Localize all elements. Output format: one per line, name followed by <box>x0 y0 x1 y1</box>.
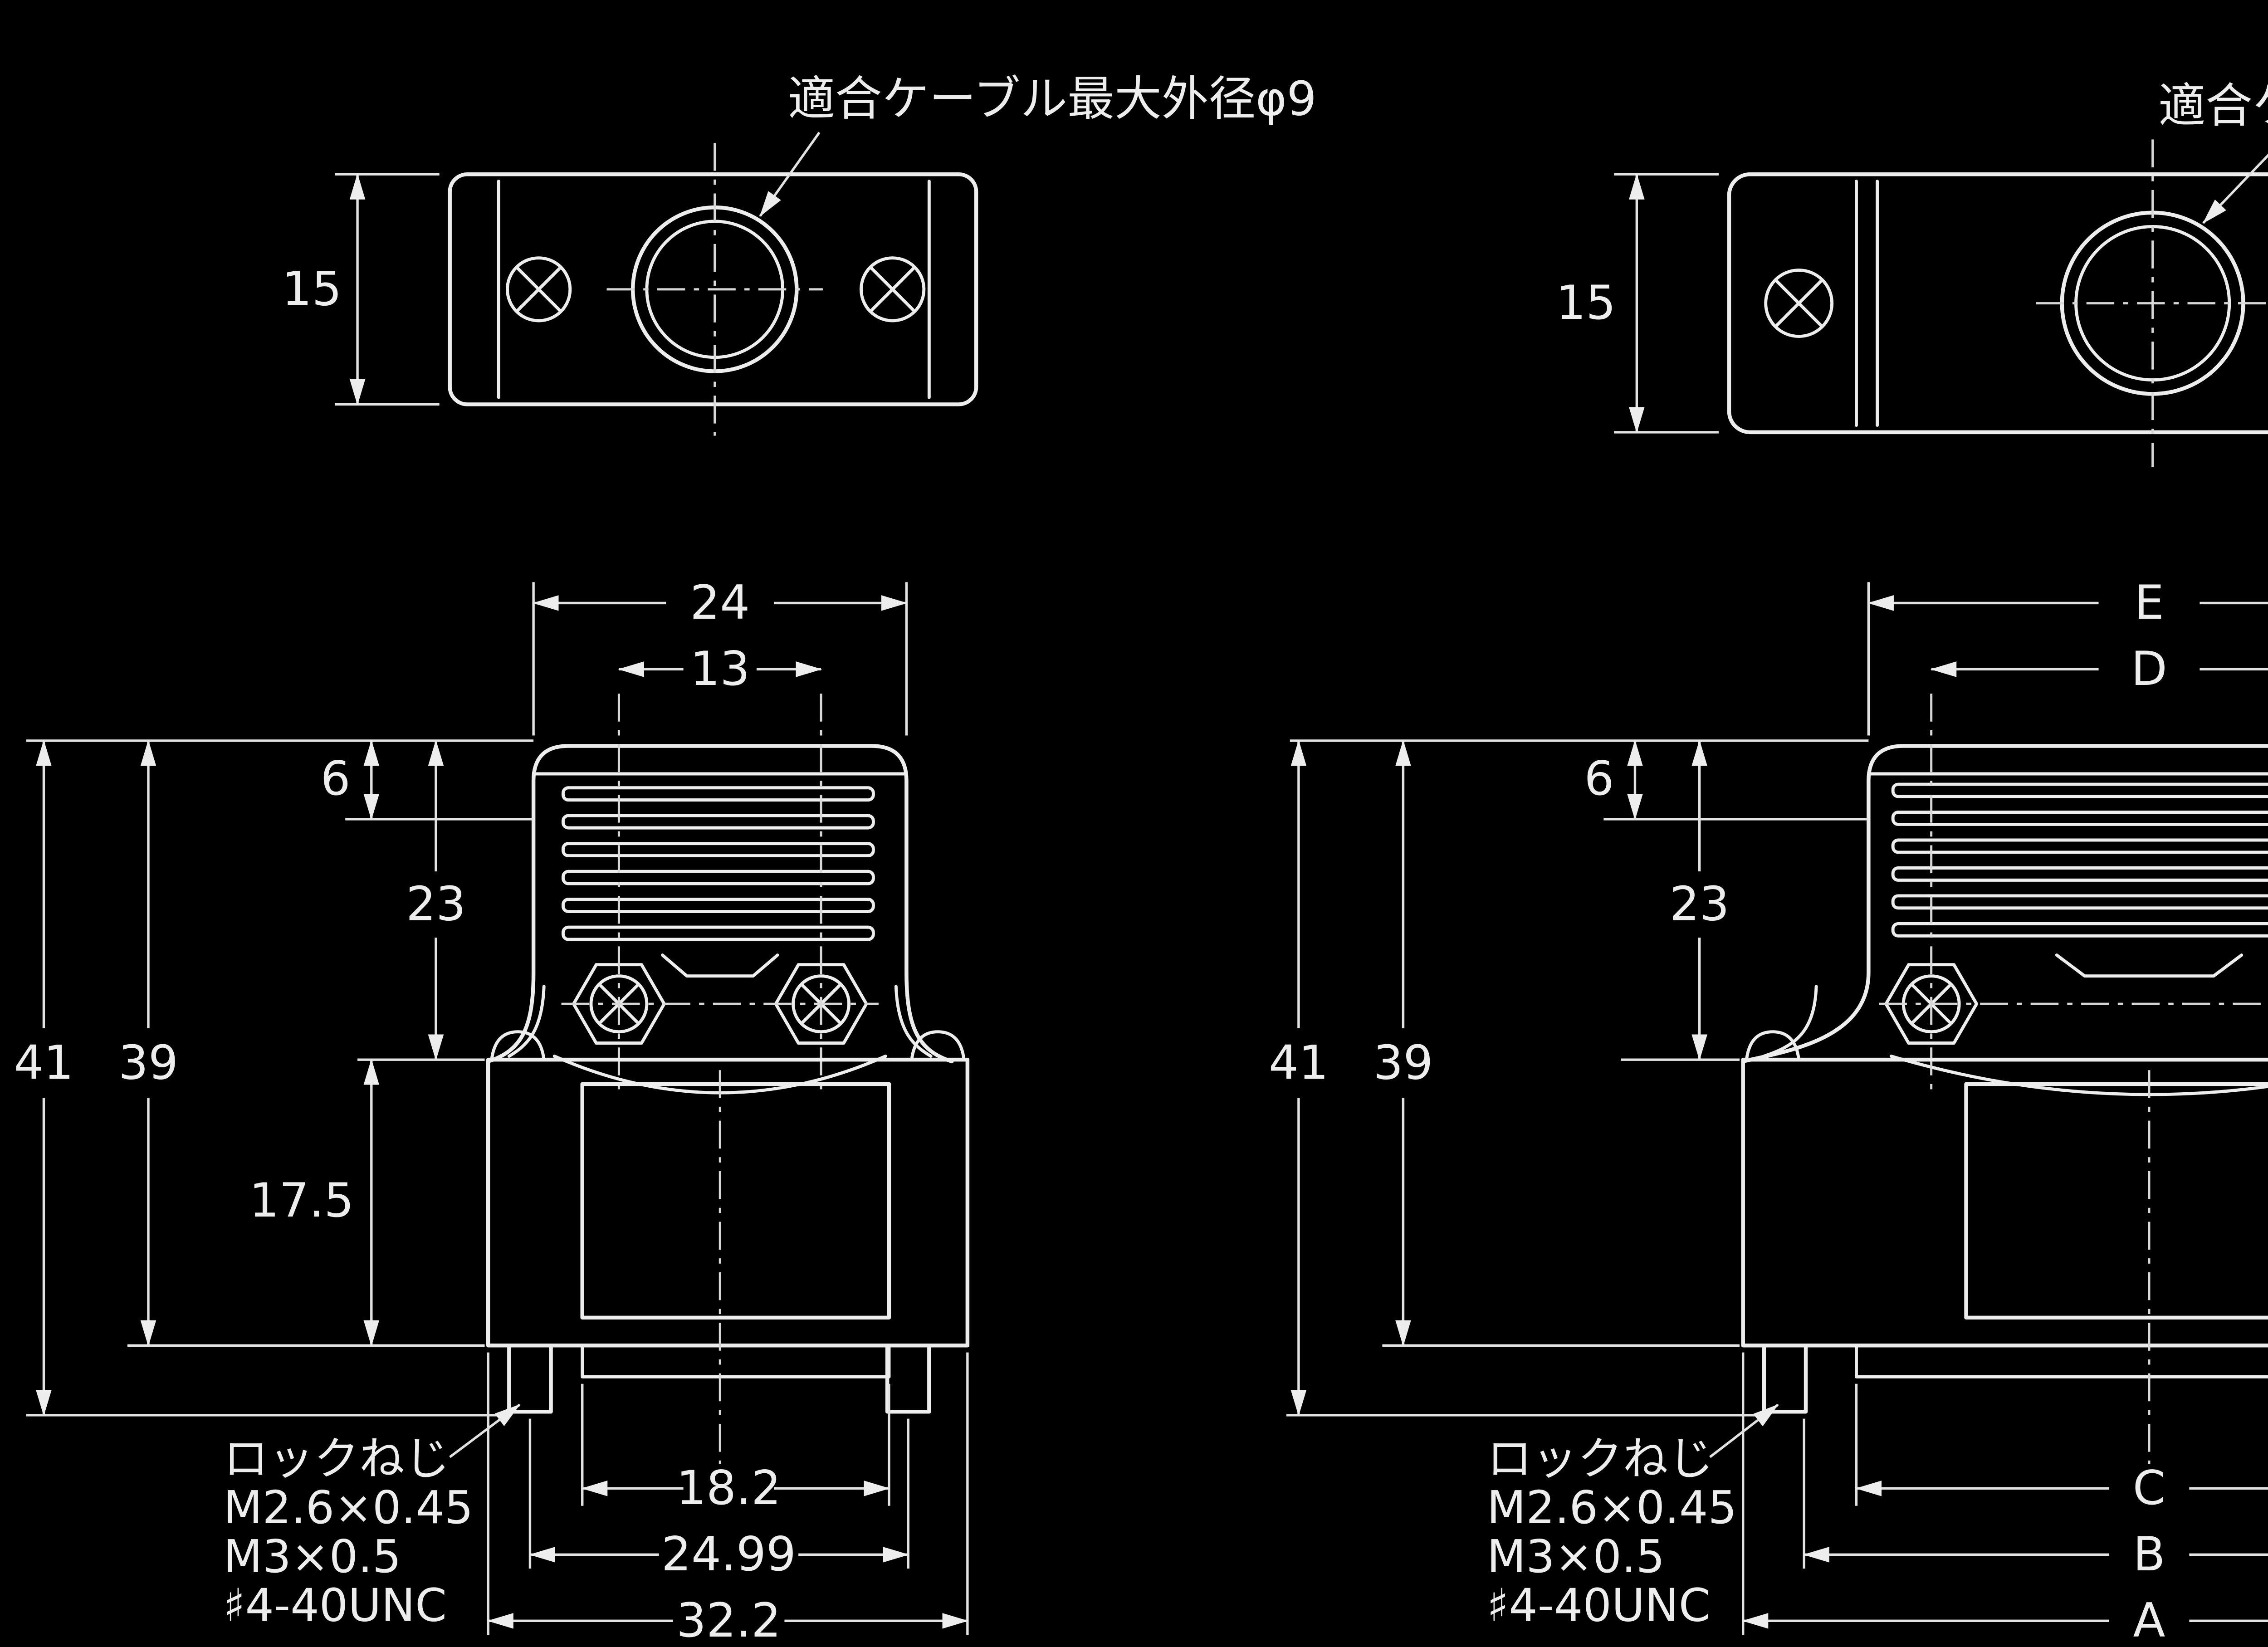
left-lock-screw-note: ロックねじ M2.6×0.45 M3×0.5 ♯4-40UNC <box>223 1403 521 1632</box>
dim-label-24-99: 24.99 <box>661 1527 796 1582</box>
screw-icon <box>506 256 572 323</box>
left-top-view: 15 適合ケーブル最大外径φ9 <box>282 72 1317 436</box>
dim-label-6: 6 <box>1584 752 1614 806</box>
lock-note-line3: M3×0.5 <box>1487 1530 1665 1583</box>
right-lock-screw-note: ロックねじ M2.6×0.45 M3×0.5 ♯4-40UNC <box>1487 1403 1779 1632</box>
cable-spec-label: 適合ケーブル最大外径φ9 <box>788 72 1317 127</box>
lock-note-line3: M3×0.5 <box>223 1530 401 1583</box>
left-connector-drawing: 15 適合ケーブル最大外径φ9 <box>14 72 1316 1647</box>
dim-label-17-5: 17.5 <box>249 1173 354 1228</box>
lock-note-line2: M2.6×0.45 <box>223 1481 473 1534</box>
dim-label-A: A <box>2133 1593 2165 1647</box>
dim-label-39: 39 <box>1373 1036 1433 1090</box>
vent-slots <box>1891 782 2268 938</box>
dim-top-view-height: 15 <box>282 173 440 406</box>
cable-spec-label: 適合ケーブル最大外径φF <box>2158 79 2268 133</box>
lock-note-line4: ♯4-40UNC <box>1487 1579 1711 1632</box>
dim-label-13: 13 <box>690 642 750 696</box>
dim-label-23: 23 <box>1670 877 1730 932</box>
dim-label-E: E <box>2134 576 2164 630</box>
dim-top-view-height: 15 <box>1556 173 1719 434</box>
lock-note-line1: ロックねじ <box>1487 1432 1713 1486</box>
dim-label-24: 24 <box>690 576 750 630</box>
dim-label-15: 15 <box>1556 276 1616 330</box>
right-connector-drawing: 15 適合ケーブル最大外径φF <box>1269 79 2268 1647</box>
dim-label-39: 39 <box>118 1036 178 1090</box>
dim-label-C: C <box>2133 1461 2165 1515</box>
lock-note-line2: M2.6×0.45 <box>1487 1481 1737 1534</box>
dim-label-B: B <box>2133 1527 2165 1582</box>
dim-label-41: 41 <box>14 1036 73 1090</box>
screw-icon <box>1764 269 1834 338</box>
right-front-view <box>1741 694 2268 1464</box>
dim-label-18-2: 18.2 <box>676 1461 781 1515</box>
dim-label-41: 41 <box>1269 1036 1329 1090</box>
dim-label-32-2: 32.2 <box>676 1593 781 1647</box>
left-front-view <box>486 694 970 1464</box>
dim-label-D: D <box>2131 642 2167 696</box>
dim-label-15: 15 <box>282 262 342 316</box>
dim-label-6: 6 <box>321 752 351 806</box>
dim-label-23: 23 <box>406 877 466 932</box>
leader-line <box>2202 153 2268 224</box>
leader-line <box>1709 1403 1779 1458</box>
leader-line <box>449 1403 521 1458</box>
lock-note-line4: ♯4-40UNC <box>223 1579 447 1632</box>
vent-slots <box>561 786 875 941</box>
screw-icon <box>860 256 926 323</box>
right-top-view: 15 適合ケーブル最大外径φF <box>1556 79 2268 467</box>
left-front-dimensions: 24 13 6 23 41 39 17.5 <box>14 576 969 1647</box>
leader-line <box>759 132 821 217</box>
lock-note-line1: ロックねじ <box>223 1432 450 1486</box>
right-front-dimensions: E D 6 23 41 39 <box>1269 576 2268 1647</box>
